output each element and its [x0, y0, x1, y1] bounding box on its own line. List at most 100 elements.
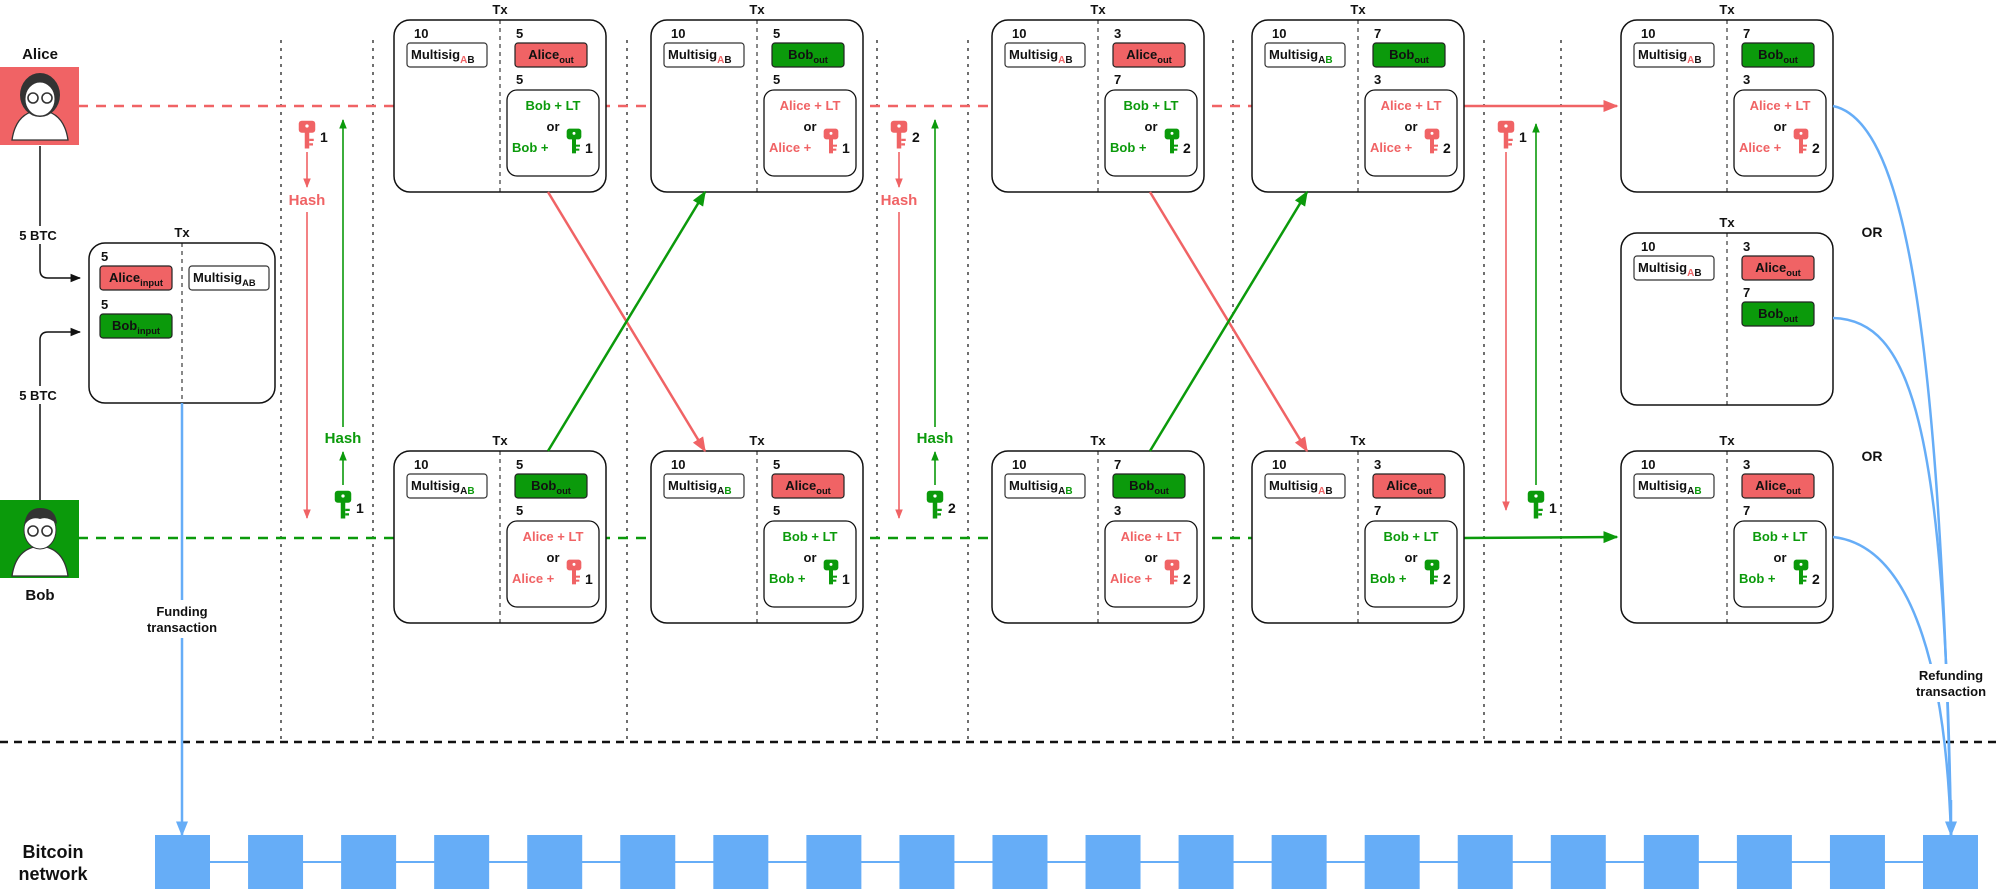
bitcoin-block — [434, 835, 490, 889]
multisig-label: MultisigAB — [668, 47, 732, 66]
multisig-frame — [1633, 255, 1715, 281]
multisig-box: MultisigAB — [663, 42, 745, 68]
multisig-amount: 10 — [1272, 26, 1286, 41]
conditional-frame — [506, 89, 600, 177]
or-label: or — [547, 119, 560, 134]
multisig-frame — [188, 265, 270, 291]
refund-label-line1: Refunding — [1919, 668, 1983, 683]
bitcoin-block — [155, 835, 210, 889]
top-amount: 5 — [516, 26, 523, 41]
bob-out-box: Bobout — [1372, 42, 1446, 68]
bob-out-label: Bobout — [1129, 478, 1169, 496]
lt-condition: Alice + LT — [780, 98, 841, 113]
funding-label-bg — [142, 600, 222, 638]
funding-multisig: MultisigAB — [188, 265, 270, 291]
funding-tx-title: Tx — [174, 225, 190, 240]
tx-title: Tx — [1719, 2, 1735, 17]
btc-label-bg — [14, 386, 62, 404]
alice-amount: 3 — [1743, 239, 1750, 254]
bottom-amount: 5 — [516, 72, 523, 87]
key-condition: Alice + — [1739, 140, 1782, 155]
multisig-label: MultisigAB — [1009, 478, 1073, 497]
funding-alice-amount: 5 — [101, 249, 108, 264]
bob-out-label: Bobout — [788, 47, 828, 65]
funding-label-line2: transaction — [147, 620, 217, 635]
key-number: 1 — [585, 140, 593, 156]
refund-curve — [1832, 316, 1953, 836]
alice-glasses-right — [41, 92, 53, 104]
out-frame — [1741, 255, 1815, 281]
multisig-amount: 10 — [414, 26, 428, 41]
out-frame — [514, 42, 588, 68]
bottom-amount: 7 — [1114, 72, 1121, 87]
conditional-frame — [1364, 520, 1458, 608]
or-label: or — [804, 119, 817, 134]
bitcoin-block — [1829, 835, 1885, 889]
bob-hair — [24, 508, 57, 526]
bob-out-label: Bobout — [531, 478, 571, 496]
top-amount: 7 — [1743, 26, 1750, 41]
key-condition: Bob + — [769, 571, 806, 586]
top-amount: 3 — [1374, 457, 1381, 472]
bob-out-box: Bobout — [1112, 473, 1186, 499]
out-frame — [1372, 473, 1446, 499]
or-label: or — [1145, 119, 1158, 134]
out-frame — [1372, 42, 1446, 68]
bob-out-box: Bobout — [514, 473, 588, 499]
or-label: or — [1145, 550, 1158, 565]
bob-btc-label: 5 BTC — [19, 388, 57, 403]
tx-title: Tx — [1719, 433, 1735, 448]
funding-label-line1: Funding — [156, 604, 207, 619]
key-condition: Alice + — [1110, 571, 1153, 586]
alice-out-label: Aliceout — [1755, 478, 1801, 496]
alice-key-icon — [298, 120, 316, 149]
bitcoin-block — [620, 835, 676, 889]
multisig-frame — [1004, 473, 1086, 499]
bob-input-frame — [99, 313, 173, 339]
network-label-line1: Bitcoin — [23, 842, 84, 862]
bitcoin-block — [806, 835, 862, 889]
bob-hash-label: Hash — [917, 430, 954, 447]
multisig-frame — [1264, 42, 1346, 68]
alice-key-number: 1 — [1519, 129, 1527, 145]
bob-funding-arrow — [39, 327, 82, 500]
lt-condition: Alice + LT — [1750, 98, 1811, 113]
bob-key-number: 2 — [948, 500, 956, 516]
tx-title: Tx — [1719, 215, 1735, 230]
key-condition: Bob + — [512, 140, 549, 155]
out-frame — [771, 473, 845, 499]
alice-out-box: Aliceout — [1741, 473, 1815, 499]
bitcoin-block — [1736, 835, 1792, 889]
bob-key-icon — [334, 490, 352, 519]
bob-input-label: Bobinput — [112, 318, 160, 336]
key-number: 2 — [1812, 571, 1820, 587]
multisig-label: MultisigAB — [1009, 47, 1073, 66]
alice-input-box: Aliceinput — [99, 265, 173, 291]
key-number: 2 — [1443, 571, 1451, 587]
alice-out-box: Aliceout — [514, 42, 588, 68]
alice-out-box: Aliceout — [1372, 473, 1446, 499]
multisig-amount: 10 — [1641, 239, 1655, 254]
out-frame — [771, 42, 845, 68]
tx-title: Tx — [1350, 2, 1366, 17]
key-condition: Alice + — [769, 140, 812, 155]
bitcoin-block — [1178, 835, 1234, 889]
lt-condition: Alice + LT — [1121, 529, 1182, 544]
bob-glasses-left — [27, 525, 39, 537]
funding-multisig-label: MultisigAB — [193, 270, 256, 288]
multisig-box: MultisigAB — [1633, 473, 1715, 499]
alice-out-label: Aliceout — [1386, 478, 1432, 496]
bob-final-arrow — [1460, 531, 1619, 544]
bob-out-label: Bobout — [1389, 47, 1429, 65]
multisig-box: MultisigAB — [663, 473, 745, 499]
or-label-2: OR — [1862, 448, 1883, 464]
tx-title: Tx — [492, 433, 508, 448]
